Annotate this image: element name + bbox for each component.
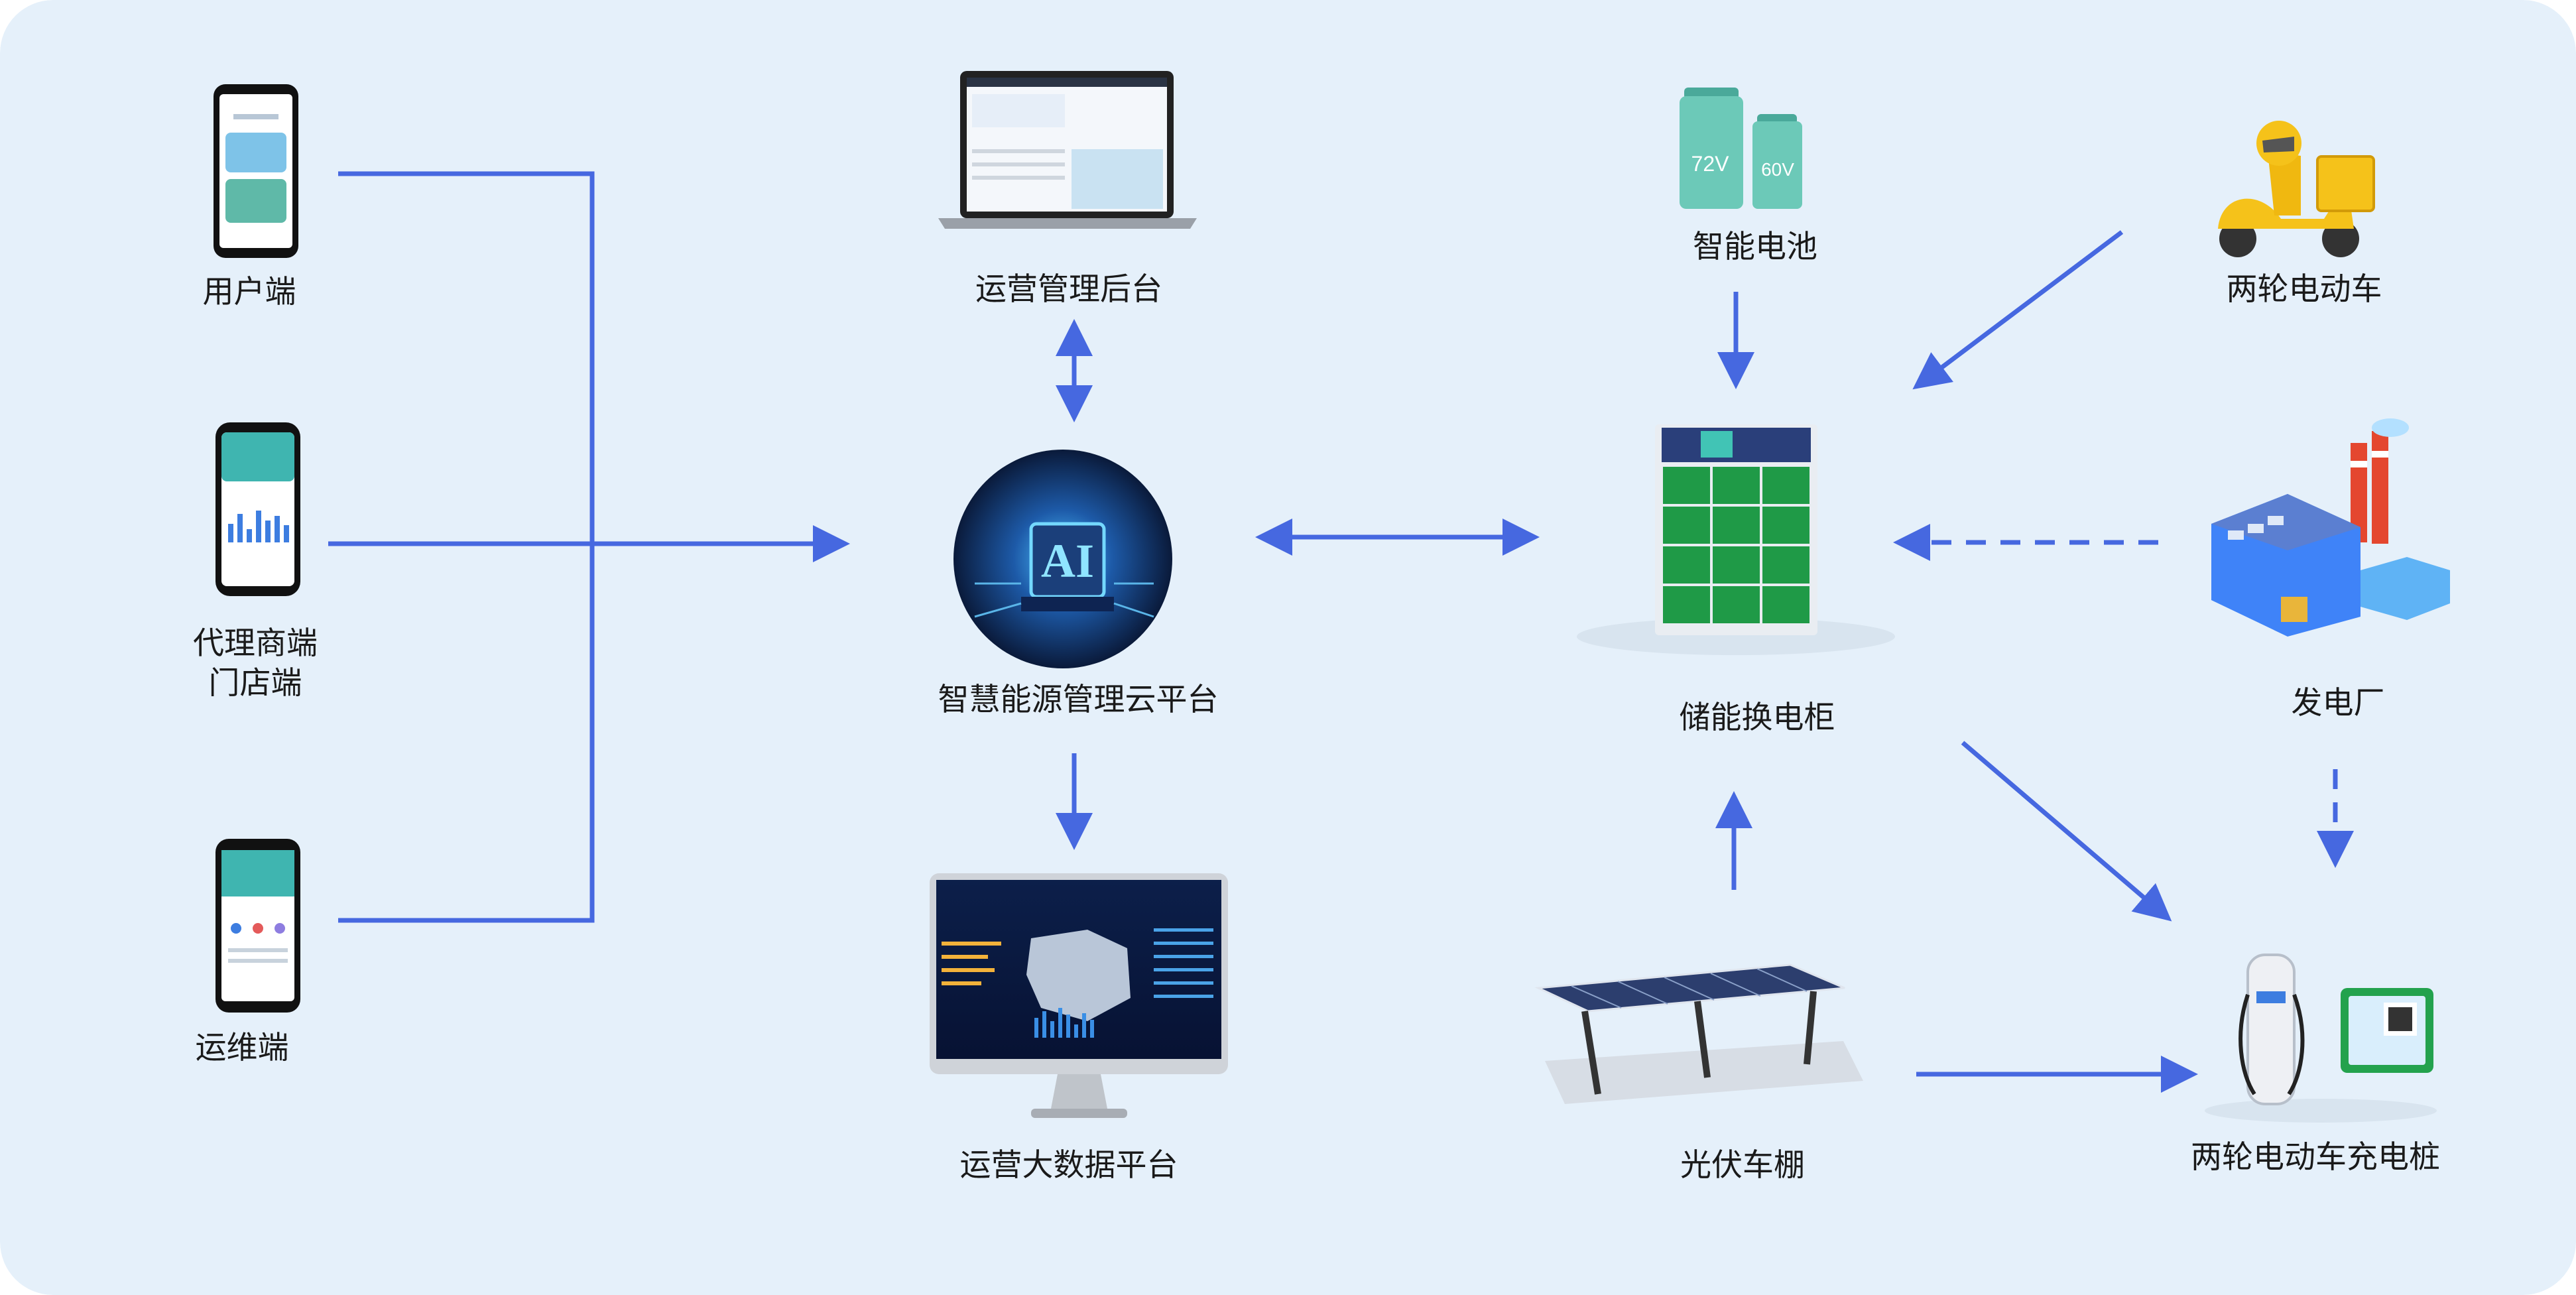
ops-app-smartphone-icon <box>215 839 300 1013</box>
agent-app-label-line2: 门店端 <box>208 665 302 702</box>
ops-app-label: 运维端 <box>195 1030 289 1066</box>
smart-battery-label: 智能电池 <box>1693 229 1817 265</box>
power-plant-label: 发电厂 <box>2291 685 2385 721</box>
user-app-label: 用户端 <box>202 274 296 310</box>
connector-ops-to-cloud <box>338 544 595 923</box>
charging-pile-icon <box>2205 954 2437 1123</box>
ai-chip-icon: AI <box>953 450 1172 668</box>
smart-battery-icon: 72V 60V <box>1680 88 1802 209</box>
arrow-cabinet-to-pile <box>1961 741 2172 922</box>
arrow-ebike-to-cabinet <box>1912 230 2124 390</box>
solar-carport-label: 光伏车棚 <box>1680 1147 1805 1184</box>
ebike-label: 两轮电动车 <box>2226 271 2382 308</box>
scooter-rider-icon <box>2218 121 2375 257</box>
solar-carport-icon <box>1534 963 1863 1104</box>
bigdata-monitor-icon <box>930 873 1228 1118</box>
admin-laptop-icon <box>938 71 1197 229</box>
cloud-platform-label: 智慧能源管理云平台 <box>938 682 1219 718</box>
connector-user-to-cloud <box>338 171 595 544</box>
agent-app-smartphone-icon <box>215 422 300 596</box>
factory-icon <box>2211 418 2450 637</box>
svg-text:60V: 60V <box>1761 159 1794 180</box>
user-app-smartphone-icon <box>214 84 298 258</box>
admin-backend-label: 运营管理后台 <box>975 271 1162 308</box>
charging-pile-label: 两轮电动车充电桩 <box>2191 1139 2440 1176</box>
svg-text:72V: 72V <box>1691 152 1730 176</box>
bigdata-platform-label: 运营大数据平台 <box>959 1147 1178 1184</box>
battery-cabinet-icon <box>1577 424 1895 655</box>
agent-app-label-line1: 代理商端 <box>193 625 318 662</box>
swap-cabinet-label: 储能换电柜 <box>1679 700 1835 736</box>
ai-chip-text: AI <box>1041 534 1094 587</box>
